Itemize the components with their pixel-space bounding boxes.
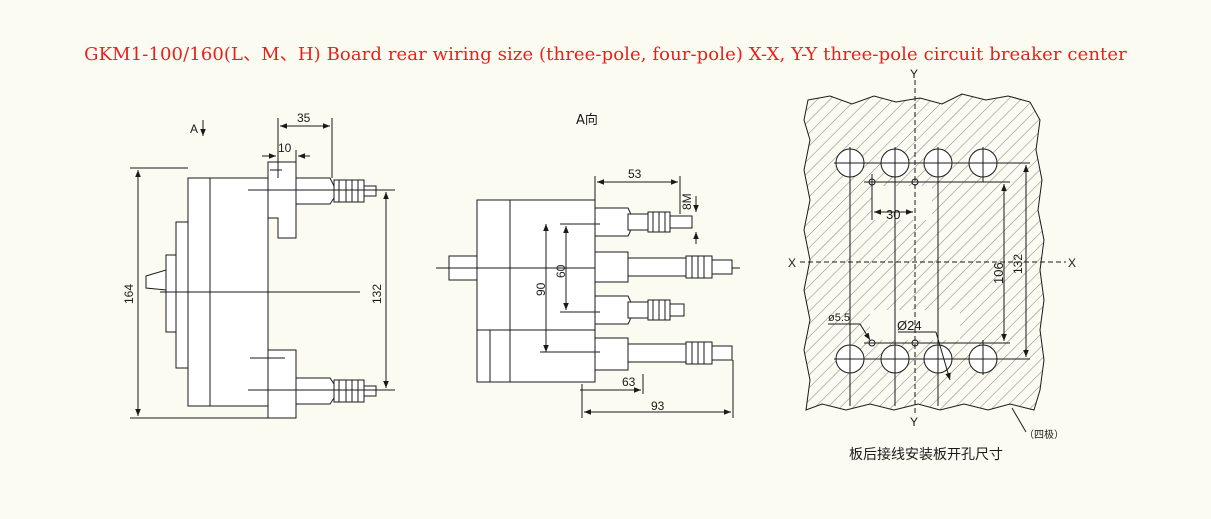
four-pole-note: （四极） bbox=[1024, 428, 1064, 441]
dim-60-label: 60 bbox=[554, 264, 568, 278]
dim-63-label: 63 bbox=[622, 375, 636, 389]
dim-10-label: 10 bbox=[278, 141, 292, 155]
dim-8m-label: 8M bbox=[680, 193, 694, 210]
axis-x-left-label: X bbox=[788, 256, 796, 270]
dim-93-label: 93 bbox=[651, 399, 665, 413]
dim-35-label: 35 bbox=[297, 111, 311, 125]
panel-cutout-view: Y Y X X 30 106 132 ø5.5 Ø24 （四极） 板后接线安装板… bbox=[788, 67, 1076, 463]
dim-53-label: 53 bbox=[628, 167, 642, 181]
dim-30-label: 30 bbox=[886, 207, 900, 222]
dim-106-label: 106 bbox=[991, 262, 1006, 284]
dim-24-label: Ø24 bbox=[897, 318, 922, 333]
panel-caption: 板后接线安装板开孔尺寸 bbox=[849, 446, 1003, 463]
dim-132-label: 132 bbox=[370, 284, 384, 304]
dim-164-label: 164 bbox=[122, 284, 136, 304]
dim-5-5-label: ø5.5 bbox=[828, 312, 850, 324]
axis-x-right-label: X bbox=[1068, 256, 1076, 270]
page-title: GKM1-100/160(L、M、H) Board rear wiring si… bbox=[84, 44, 1127, 65]
axis-y-bottom-label: Y bbox=[910, 415, 918, 429]
view-marker-a: A bbox=[190, 122, 198, 136]
dim-132-panel-label: 132 bbox=[1011, 254, 1025, 274]
axis-y-top-label: Y bbox=[910, 67, 918, 81]
dim-90-label: 90 bbox=[534, 282, 548, 296]
top-view: A向 bbox=[436, 112, 740, 418]
side-view: A bbox=[130, 111, 395, 419]
top-view-caption: A向 bbox=[576, 112, 598, 128]
